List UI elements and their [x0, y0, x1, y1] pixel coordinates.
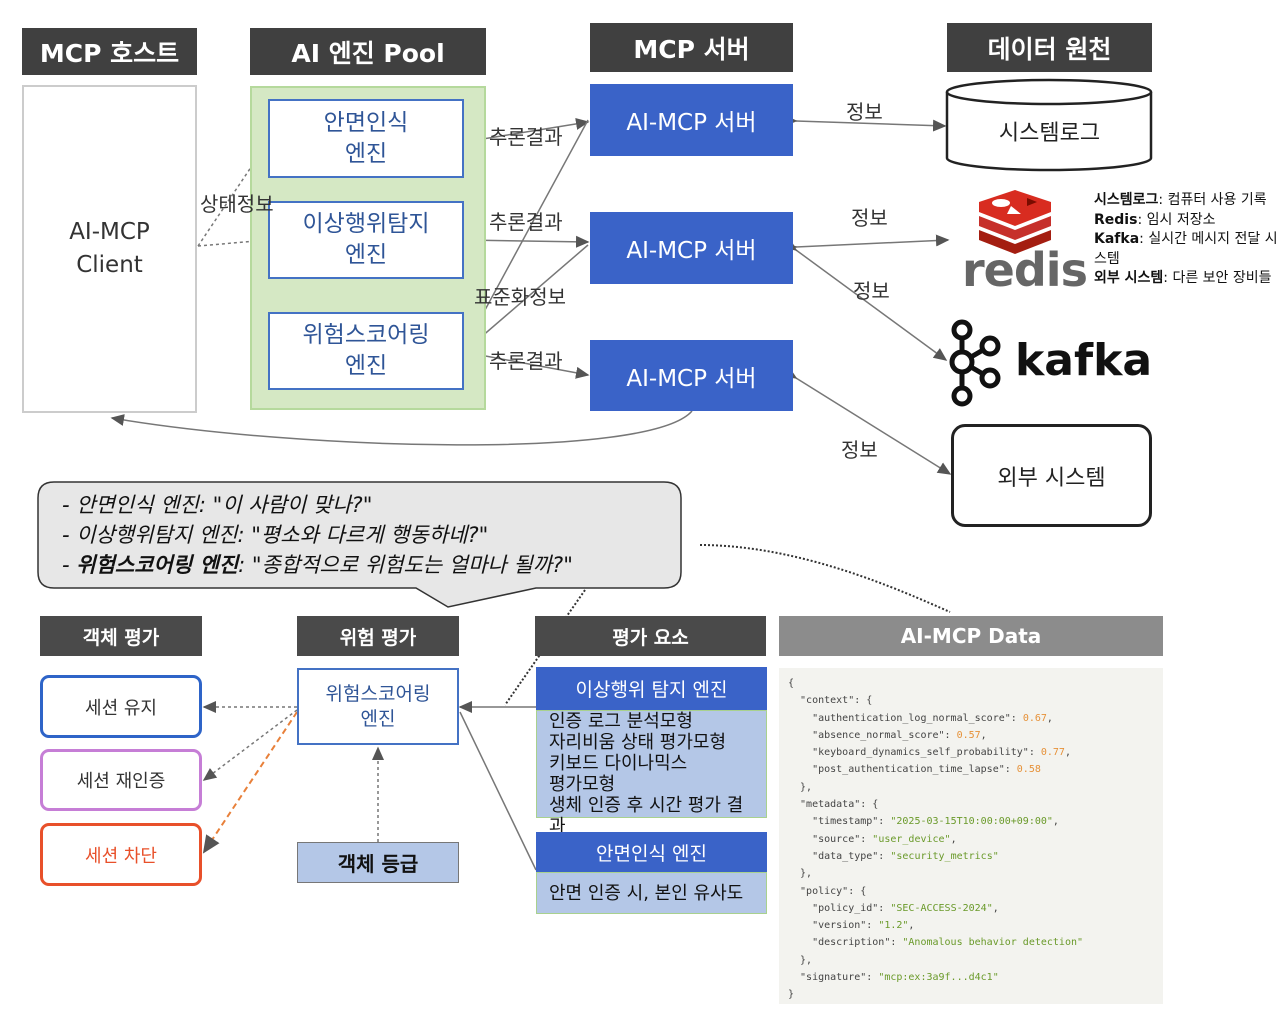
- header-mcp-server: MCP 서버: [590, 23, 793, 72]
- factor-anomaly-title: 이상행위 탐지 엔진: [536, 667, 767, 710]
- header-risk-eval: 위험 평가: [297, 616, 459, 656]
- label-inference: 추론결과: [489, 125, 563, 149]
- factor-item: 키보드 다이나믹스: [549, 753, 688, 774]
- header-mcp-host: MCP 호스트: [22, 28, 197, 75]
- label-info: 정보: [853, 279, 890, 303]
- return-arrow: [110, 410, 693, 446]
- label-inference: 추론결과: [489, 349, 563, 373]
- kafka-logo: kafka: [1015, 335, 1153, 386]
- standardized-arrow-1: [465, 119, 589, 347]
- speech-bubble-shape: [37, 481, 682, 608]
- header-ai-mcp-data: AI-MCP Data: [779, 616, 1163, 656]
- factor-link: [504, 589, 586, 706]
- ai-mcp-server-2: AI-MCP 서버: [590, 212, 793, 284]
- label-info: 정보: [846, 100, 883, 124]
- factor-item: 평가모형: [549, 774, 616, 795]
- client-label: Client: [76, 252, 143, 278]
- note-item: 시스템로그: 컴퓨터 사용 기록: [1094, 192, 1267, 208]
- label-inference: 추론결과: [489, 210, 563, 234]
- face-to-risk: [459, 711, 537, 871]
- header-data-source: 데이터 원천: [947, 23, 1152, 72]
- header-factors: 평가 요소: [535, 616, 766, 656]
- bubble-line: - 위험스코어링 엔진: "종합적으로 위험도는 얼마나 될까?": [62, 553, 573, 577]
- redis-logo-icon: [979, 190, 1051, 254]
- note-item: 외부 시스템: 다른 보안 장비들: [1094, 270, 1272, 286]
- label-standardized: 표준화정보: [474, 285, 566, 309]
- info-arrow-3: [782, 238, 948, 361]
- factor-item: 생체 인증 후 시간 평가 결과: [549, 795, 744, 837]
- factor-item: 인증 로그 분석모형: [549, 711, 693, 732]
- client-label: AI-MCP: [69, 219, 150, 245]
- header-ai-engine-pool: AI 엔진 Pool: [250, 28, 486, 75]
- factor-face-items: 안면 인증 시, 본인 유사도: [536, 872, 767, 914]
- session-reauth: 세션 재인증: [40, 749, 202, 811]
- source-notes: 시스템로그: 컴퓨터 사용 기록 Redis: 임시 저장소 Kafka: 실시…: [1094, 191, 1278, 289]
- factor-anomaly-items: 인증 로그 분석모형 자리비움 상태 평가모형 키보드 다이나믹스 평가모형 생…: [536, 710, 767, 837]
- header-object-eval: 객체 평가: [40, 616, 202, 656]
- risk-to-block: [202, 711, 298, 854]
- risk-to-reauth: [202, 709, 298, 781]
- note-item: Redis: 임시 저장소: [1094, 211, 1216, 228]
- label-info: 정보: [851, 206, 888, 230]
- info-arrow-2: [783, 234, 950, 254]
- source-external-system: 외부 시스템: [951, 424, 1152, 527]
- bubble-line: - 이상행위탐지 엔진: "평소와 다르게 행동하네?": [62, 523, 489, 547]
- ai-mcp-client: AI-MCP Client: [22, 85, 197, 413]
- data-link: [699, 544, 951, 613]
- factor-item: 자리비움 상태 평가모형: [549, 732, 727, 753]
- info-arrow-4: [782, 366, 952, 475]
- ai-mcp-server-1: AI-MCP 서버: [590, 84, 793, 156]
- label-status: 상태정보: [200, 192, 274, 216]
- factor-item: 안면 인증 시, 본인 유사도: [549, 882, 744, 904]
- redis-logo: redis: [962, 243, 1088, 297]
- source-syslog: 시스템로그: [998, 120, 1101, 146]
- database-cylinder-icon: [945, 78, 1153, 172]
- speech-bubble: - 안면인식 엔진: "이 사람이 맞나?" - 이상행위탐지 엔진: "평소와…: [62, 490, 573, 580]
- session-block: 세션 차단: [40, 823, 202, 886]
- ai-mcp-data-json: { "context": { "authentication_log_norma…: [779, 668, 1163, 1004]
- label-info: 정보: [841, 438, 878, 462]
- info-arrow-1: [783, 114, 947, 132]
- object-grade: 객체 등급: [297, 842, 459, 883]
- standardized-arrow-2: [464, 244, 589, 351]
- kafka-logo-icon: [949, 319, 1001, 407]
- session-keep: 세션 유지: [40, 675, 202, 738]
- factor-face-title: 안면인식 엔진: [536, 832, 767, 872]
- ai-mcp-server-3: AI-MCP 서버: [590, 340, 793, 411]
- note-item: Kafka: 실시간 메시지 전달 시스템: [1094, 231, 1278, 267]
- bubble-line: - 안면인식 엔진: "이 사람이 맞나?": [62, 493, 373, 517]
